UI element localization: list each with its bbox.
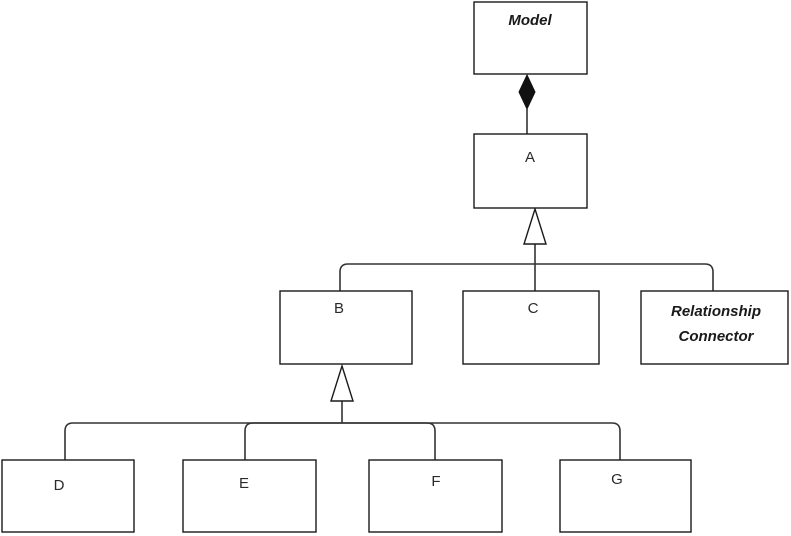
node-d-label: D [54, 477, 65, 494]
node-e: E [182, 459, 317, 533]
node-relationship-connector: Relationship Connector [640, 290, 789, 365]
edge-b-a [339, 263, 535, 291]
node-model: Model [473, 1, 588, 75]
node-c-label: C [528, 300, 539, 317]
edge-g-b [342, 422, 621, 460]
node-model-label: Model [508, 12, 552, 29]
node-f: F [368, 459, 503, 533]
edge-relationship-connector-a [535, 263, 714, 291]
node-a-label: A [525, 149, 535, 166]
generalization-arrow-b-icon [330, 363, 354, 402]
generalization-arrow-a-icon [523, 206, 547, 245]
composition-diamond-icon [518, 73, 536, 111]
edge-e-b [244, 422, 342, 460]
node-b: B [279, 290, 413, 365]
node-b-label: B [334, 300, 344, 317]
edge-d-b [64, 422, 342, 460]
node-d: D [1, 459, 135, 533]
node-f-label: F [431, 473, 440, 490]
node-relationship-connector-line-1: Relationship [671, 303, 761, 320]
node-g-label: G [611, 471, 623, 488]
node-g: G [559, 459, 692, 533]
edges [64, 73, 714, 460]
edge-f-b [342, 422, 436, 460]
node-relationship-connector-line-2: Connector [679, 328, 755, 345]
node-e-label: E [239, 475, 249, 492]
node-a: A [473, 133, 588, 209]
node-c: C [462, 290, 600, 365]
